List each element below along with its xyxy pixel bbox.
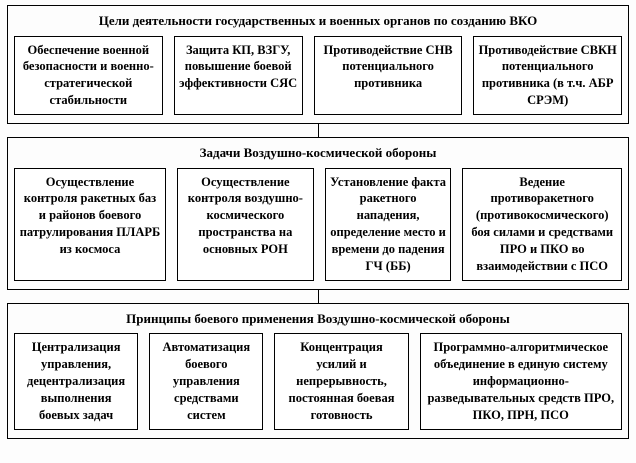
section-tasks-row: Осуществление контроля ракетных баз и ра… xyxy=(14,167,622,281)
section-principles: Принципы боевого применения Воздушно-кос… xyxy=(7,302,629,439)
section-tasks: Задачи Воздушно-космической обороны Осущ… xyxy=(7,137,629,290)
goal-box-3: Противодействие СНВ потенциального проти… xyxy=(313,35,463,116)
task-box-1: Осуществление контроля ракетных баз и ра… xyxy=(14,167,166,281)
task-box-4: Ведение противоракетного (противокосмиче… xyxy=(462,167,622,281)
principle-box-3: Концентрация усилий и непрерывность, пос… xyxy=(274,333,409,430)
section-goals: Цели деятельности государственных и воен… xyxy=(7,5,629,125)
principle-box-1: Централизация управления, децентрализаци… xyxy=(14,333,139,430)
section-goals-row: Обеспечение военной безопасности и военн… xyxy=(14,35,622,116)
principle-box-2: Автоматизация боевого управления средств… xyxy=(149,333,264,430)
goal-box-2: Защита КП, ВЗГУ, повышение боевой эффект… xyxy=(173,35,303,116)
section-tasks-title: Задачи Воздушно-космической обороны xyxy=(199,145,437,161)
section-goals-title: Цели деятельности государственных и воен… xyxy=(98,13,538,28)
goal-box-1: Обеспечение военной безопасности и военн… xyxy=(14,35,163,116)
task-box-2: Осуществление контроля воздушно-космичес… xyxy=(176,167,314,281)
principle-box-4: Программно-алгоритмическое объединение в… xyxy=(419,333,622,430)
section-principles-title: Принципы боевого применения Воздушно-кос… xyxy=(126,310,510,326)
task-box-3: Установление факта ракетного нападения, … xyxy=(324,167,452,281)
section-principles-row: Централизация управления, децентрализаци… xyxy=(14,333,622,430)
connector-tasks-principles xyxy=(317,289,319,303)
goal-box-4: Противодействие СВКН потенциального прот… xyxy=(473,35,622,116)
connector-goals-tasks xyxy=(317,124,319,138)
